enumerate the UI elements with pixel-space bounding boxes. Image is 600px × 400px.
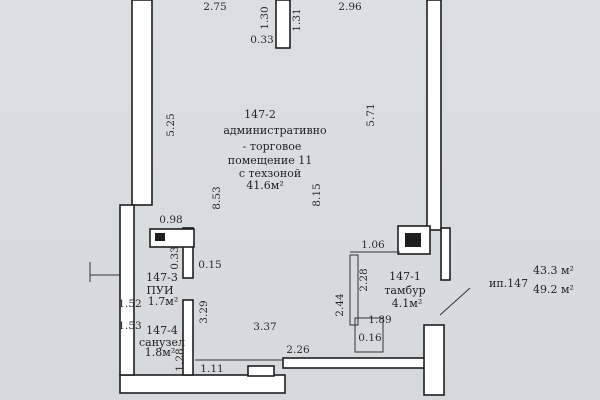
wall-wc-right: [182, 299, 194, 376]
dim-8-15: 8.15: [311, 183, 323, 206]
dim-2-28: 2.28: [358, 268, 370, 291]
dim-1-52: 1.52: [118, 298, 141, 310]
room-main-line1: административно: [223, 124, 327, 137]
dim-1-06: 1.06: [361, 239, 385, 251]
door-vestibule: [349, 254, 359, 326]
dim-1-53: 1.53: [118, 320, 141, 332]
wall-bottom-right: [282, 357, 426, 369]
wall-right-main: [426, 0, 442, 231]
dim-1-30: 1.30: [259, 6, 271, 29]
column-right-core: [405, 233, 421, 247]
dim-5-71: 5.71: [365, 103, 377, 126]
dim-0-16: 0.16: [358, 332, 382, 344]
leader-total: [439, 287, 471, 316]
dim-0-98: 0.98: [159, 214, 182, 226]
dim-2-75: 2.75: [203, 1, 226, 13]
wall-left-main: [131, 0, 153, 206]
wall-bottom: [119, 374, 286, 394]
wall-partition-top: [275, 0, 291, 49]
room-pui-number: 147-3: [146, 271, 178, 284]
totals-area-1: 43.3 м²: [533, 264, 574, 277]
totals-area-2: 49.2 м²: [533, 283, 574, 296]
wall-right-lower: [440, 227, 451, 281]
room-main-line3: помещение 11: [228, 154, 312, 167]
room-wc-area: 1.8м²: [145, 346, 175, 359]
room-main-line2: - торговое: [243, 140, 302, 153]
room-main-line4: с техзоной: [239, 167, 301, 180]
column-pui-core: [155, 233, 165, 241]
door-vestibule-2: [354, 317, 384, 353]
wall-left-lower: [119, 204, 135, 376]
dim-0-15: 0.15: [198, 259, 221, 271]
room-main-number: 147-2: [244, 108, 276, 121]
dim-3-37: 3.37: [253, 321, 276, 333]
dim-2-44: 2.44: [334, 293, 346, 317]
room-wc-name: санузел: [139, 336, 185, 349]
room-main-area: 41.6м²: [246, 179, 283, 192]
dim-2-96: 2.96: [338, 1, 362, 13]
wall-pui-right: [182, 227, 194, 279]
dim-0-33: 0.33: [250, 34, 273, 46]
room-vestibule-name: тамбур: [384, 284, 425, 297]
dim-5-25: 5.25: [165, 113, 177, 136]
room-pui-area: 1.7м²: [148, 295, 178, 308]
column-bottom-right: [423, 324, 445, 396]
wall-stub-bottom: [247, 365, 275, 377]
room-wc-number: 147-4: [146, 324, 178, 337]
totals-label: ип.147: [489, 277, 528, 290]
dim-1-31: 1.31: [291, 8, 303, 31]
dim-2-26: 2.26: [286, 344, 310, 356]
room-pui-name: ПУИ: [146, 284, 173, 297]
dim-8-53: 8.53: [211, 186, 223, 209]
dim-3-29: 3.29: [198, 300, 210, 323]
room-vestibule-number: 147-1: [389, 270, 421, 283]
dim-1-28: 1.28: [174, 348, 186, 371]
dim-1-89: 1.89: [368, 314, 391, 326]
dim-1-11: 1.11: [200, 363, 223, 375]
dim-0-33b: 0.33: [169, 246, 181, 269]
room-vestibule-area: 4.1м²: [392, 297, 422, 310]
